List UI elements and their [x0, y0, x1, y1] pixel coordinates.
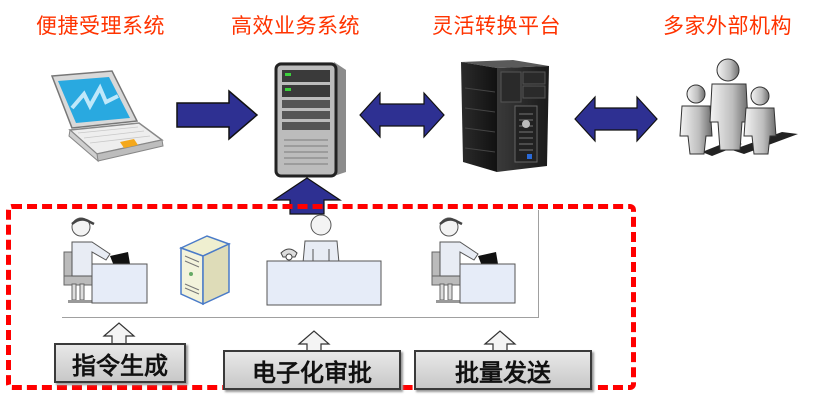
title-flexible-conversion-platform: 灵活转换平台 [432, 14, 561, 38]
dell-tower-server-icon [461, 60, 549, 172]
small-server-icon [179, 235, 231, 306]
step-instruction-generation: 指令生成 [54, 343, 186, 383]
operator-at-desk-icon [431, 217, 516, 304]
step-batch-sending: 批量发送 [414, 350, 592, 390]
operator-at-desk-icon [63, 217, 148, 304]
people-group-icon [679, 58, 798, 156]
arrow-right-icon [176, 89, 259, 141]
bidirectional-arrow-icon [359, 91, 445, 139]
office-stage-frame [62, 210, 539, 318]
arrow-up-outline-icon [483, 330, 517, 353]
server-tower-icon [274, 62, 346, 178]
step-electronic-approval: 电子化审批 [223, 350, 401, 390]
title-external-institutions: 多家外部机构 [663, 14, 792, 38]
approver-at-desk-icon [266, 214, 382, 306]
title-efficient-business-system: 高效业务系统 [231, 14, 360, 38]
arrow-up-outline-icon [297, 330, 331, 353]
bidirectional-arrow-icon [574, 95, 658, 143]
arrow-up-outline-icon [102, 322, 136, 345]
laptop-icon [50, 70, 164, 163]
title-convenient-acceptance-system: 便捷受理系统 [36, 14, 165, 38]
